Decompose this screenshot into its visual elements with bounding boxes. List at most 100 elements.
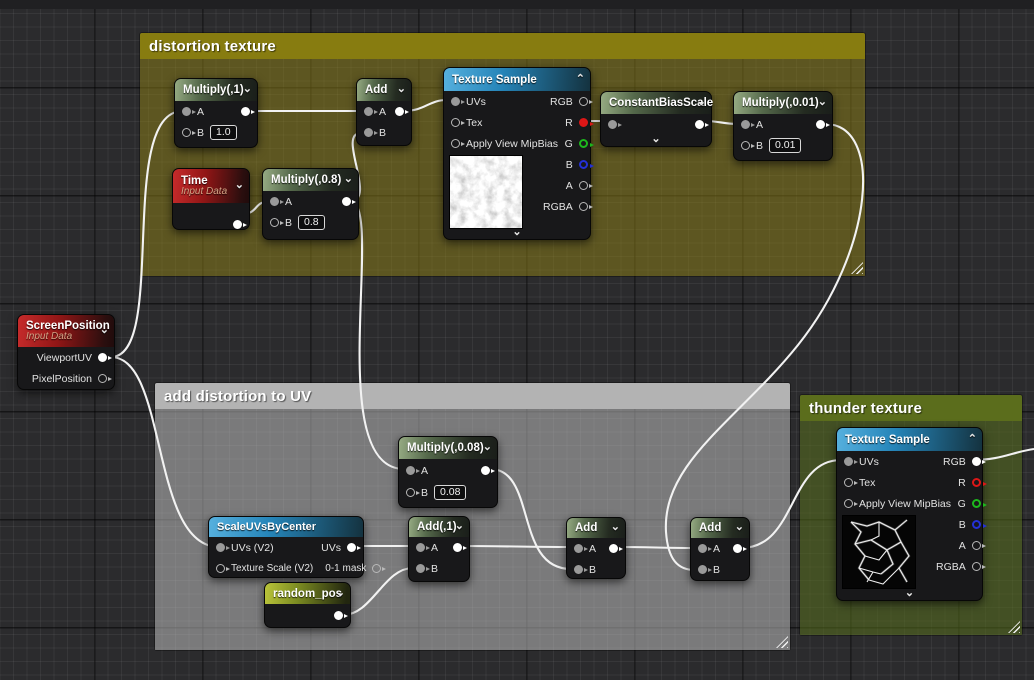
pin-output[interactable]	[395, 107, 409, 116]
node-header[interactable]: ScreenPosition Input Data ⌄	[18, 315, 114, 347]
pin-output[interactable]	[733, 544, 747, 553]
pin-a-input[interactable]	[270, 197, 284, 206]
value-input[interactable]: 0.01	[769, 138, 802, 153]
node-header[interactable]: Add ⌄	[691, 518, 749, 538]
chevron-down-icon[interactable]: ⌄	[482, 441, 492, 454]
pin-rgba-output[interactable]	[578, 202, 593, 211]
node-header[interactable]: Add ⌄	[567, 518, 625, 538]
node-header[interactable]: Texture Sample ⌃	[837, 428, 982, 451]
node-texture-sample-thunder[interactable]: Texture Sample ⌃ UVs Tex Apply View MipB…	[836, 427, 987, 601]
collapse-up-icon[interactable]: ⌃	[967, 432, 977, 445]
comment-title-bar[interactable]: add distortion to UV	[155, 383, 790, 409]
value-input[interactable]: 0.08	[434, 485, 467, 500]
node-header[interactable]: Multiply(,0.8) ⌄	[263, 169, 358, 191]
node-add-last[interactable]: Add ⌄ A B	[690, 517, 750, 581]
node-constant-bias-scale[interactable]: ConstantBiasScale ⌄ ⌄	[600, 91, 713, 147]
pin-a-input[interactable]	[574, 544, 588, 553]
chevron-down-icon[interactable]: ⌄	[99, 324, 109, 337]
pin-a-input[interactable]	[364, 107, 378, 116]
expand-advanced-icon[interactable]: ⌄	[651, 133, 661, 145]
node-time[interactable]: Time Input Data ⌄	[172, 168, 250, 230]
pin-mask-output[interactable]	[372, 564, 387, 573]
chevron-down-icon[interactable]: ⌄	[454, 520, 464, 533]
node-add-1[interactable]: Add(,1) ⌄ A B	[408, 516, 470, 582]
node-header[interactable]: Texture Sample ⌃	[444, 68, 590, 91]
pin-rgba-output[interactable]	[971, 562, 986, 571]
pin-output[interactable]	[342, 197, 356, 206]
pin-output[interactable]	[609, 544, 623, 553]
pin-rgb-output[interactable]	[971, 457, 986, 466]
noise-texture-preview[interactable]	[449, 155, 523, 229]
pin-uvs-input[interactable]	[844, 457, 858, 466]
chevron-down-icon[interactable]: ⌄	[242, 83, 252, 96]
pin-output[interactable]	[453, 543, 467, 552]
node-scale-uvs-by-center[interactable]: ScaleUVsByCenter UVs (V2) UVs Texture Sc…	[208, 516, 387, 578]
chevron-down-icon[interactable]: ⌄	[396, 83, 406, 96]
node-header[interactable]: Time Input Data ⌄	[173, 169, 249, 203]
comment-title-bar[interactable]: thunder texture	[800, 395, 1022, 421]
node-add-top[interactable]: Add ⌄ A B	[356, 78, 412, 146]
pin-a-input[interactable]	[741, 120, 755, 129]
pin-b-input[interactable]	[698, 565, 712, 574]
lightning-texture-preview[interactable]	[842, 515, 916, 589]
wire[interactable]	[664, 122, 865, 572]
node-header[interactable]: random_pos ⌄	[265, 583, 350, 604]
pin-tex-input[interactable]	[451, 118, 465, 127]
comment-title-bar[interactable]: distortion texture	[140, 33, 865, 59]
pin-pixelposition-output[interactable]	[98, 374, 112, 383]
pin-a-input[interactable]	[698, 544, 712, 553]
pin-b-output[interactable]	[578, 160, 594, 169]
pin-output[interactable]	[233, 220, 247, 229]
pin-b-output[interactable]	[971, 520, 987, 529]
node-add-middle[interactable]: Add ⌄ A B	[566, 517, 626, 579]
node-header[interactable]: Multiply(,0.01) ⌄	[734, 92, 832, 114]
value-input[interactable]: 1.0	[210, 125, 237, 140]
pin-output[interactable]	[481, 466, 495, 475]
node-screen-position[interactable]: ScreenPosition Input Data ⌄ ViewportUV P…	[17, 314, 115, 390]
pin-rgb-output[interactable]	[578, 97, 593, 106]
node-multiply-001[interactable]: Multiply(,0.01) ⌄ A B 0.01	[733, 91, 833, 161]
pin-mipbias-input[interactable]	[844, 499, 858, 508]
node-header[interactable]: ConstantBiasScale ⌄	[601, 92, 713, 114]
pin-mipbias-input[interactable]	[451, 139, 465, 148]
chevron-down-icon[interactable]: ⌄	[343, 173, 353, 186]
pin-input[interactable]	[608, 119, 622, 129]
chevron-down-icon[interactable]: ⌄	[234, 179, 244, 192]
pin-uvs-input[interactable]	[216, 543, 230, 552]
node-multiply-1[interactable]: Multiply(,1) ⌄ A B 1.0	[174, 78, 258, 148]
pin-uvs-input[interactable]	[451, 97, 465, 106]
pin-b-input[interactable]	[574, 565, 588, 574]
pin-output[interactable]	[241, 107, 255, 116]
pin-b-input[interactable]	[416, 564, 430, 573]
node-header[interactable]: Multiply(,0.08) ⌄	[399, 437, 497, 459]
node-texture-sample-distortion[interactable]: Texture Sample ⌃ UVs Tex Apply View MipB…	[443, 67, 594, 240]
value-input[interactable]: 0.8	[298, 215, 325, 230]
pin-g-output[interactable]	[578, 139, 594, 148]
wire[interactable]	[349, 199, 405, 471]
wire[interactable]	[110, 109, 184, 359]
node-header[interactable]: Multiply(,1) ⌄	[175, 79, 257, 101]
node-header[interactable]: Add(,1) ⌄	[409, 517, 469, 537]
collapse-up-icon[interactable]: ⌃	[575, 72, 585, 85]
pin-texture-scale-input[interactable]	[216, 564, 230, 573]
pin-r-output[interactable]	[578, 118, 594, 127]
pin-a-input[interactable]	[406, 466, 420, 475]
pin-r-output[interactable]	[971, 478, 987, 487]
wire[interactable]	[489, 467, 572, 571]
pin-output[interactable]	[816, 120, 830, 129]
pin-b-input[interactable]	[741, 141, 755, 150]
pin-a-output[interactable]	[578, 181, 593, 190]
wire[interactable]	[110, 355, 220, 549]
chevron-down-icon[interactable]: ⌄	[734, 521, 744, 534]
wire[interactable]	[342, 566, 414, 617]
expand-advanced-icon[interactable]: ⌄	[904, 587, 915, 599]
pin-output[interactable]	[695, 119, 709, 129]
pin-b-input[interactable]	[364, 128, 378, 137]
wire[interactable]	[740, 458, 842, 550]
pin-g-output[interactable]	[971, 499, 987, 508]
chevron-down-icon[interactable]: ⌄	[696, 96, 706, 109]
wire[interactable]	[460, 544, 572, 549]
pin-b-input[interactable]	[406, 488, 420, 497]
node-header[interactable]: Add ⌄	[357, 79, 411, 101]
